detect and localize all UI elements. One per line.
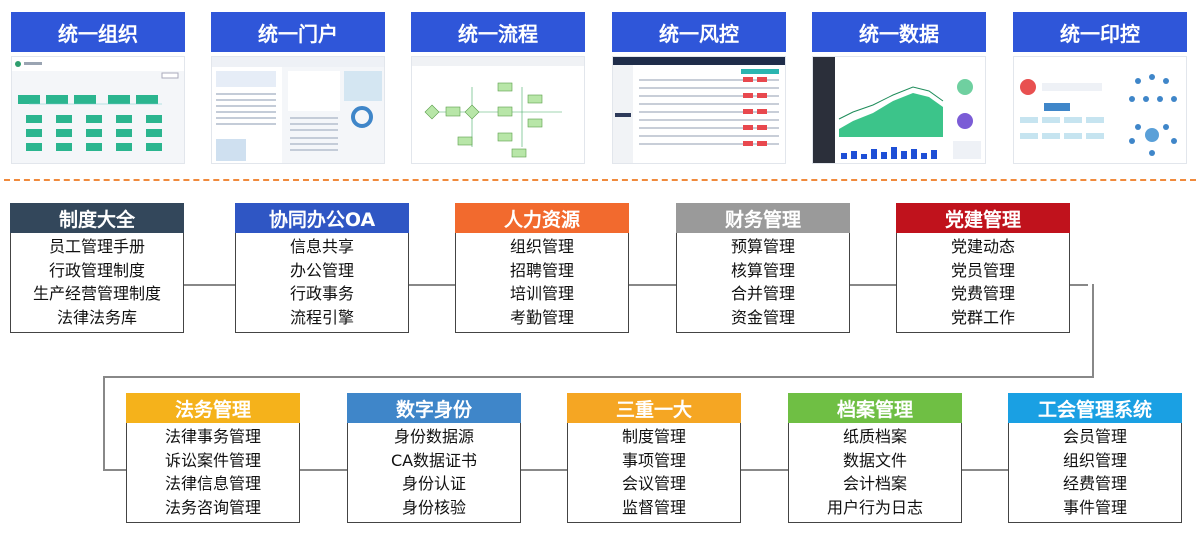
section-divider: [4, 179, 1196, 181]
module-items: 员工管理手册 行政管理制度 生产经营管理制度 法律法务库: [10, 233, 184, 333]
module-regulations[interactable]: 制度大全 员工管理手册 行政管理制度 生产经营管理制度 法律法务库: [10, 203, 184, 333]
module-item[interactable]: 纸质档案: [842, 426, 907, 446]
module-item[interactable]: 资金管理: [730, 308, 795, 328]
top-item-title: 统一印控: [1013, 12, 1187, 52]
module-title: 人力资源: [455, 203, 629, 233]
module-item[interactable]: 招聘管理: [509, 260, 574, 280]
module-title: 档案管理: [788, 393, 962, 423]
module-item[interactable]: 法律信息管理: [164, 474, 261, 494]
module-item[interactable]: 会员管理: [1062, 426, 1127, 446]
module-union[interactable]: 工会管理系统 会员管理 组织管理 经费管理 事件管理: [1008, 393, 1182, 523]
dashboard-thumbnail: [812, 56, 986, 164]
module-items: 身份数据源 CA数据证书 身份认证 身份核验: [347, 423, 521, 523]
module-item[interactable]: 党建动态: [950, 236, 1015, 256]
flowchart-preview: [412, 57, 584, 163]
module-item[interactable]: 法律事务管理: [164, 426, 261, 446]
module-items: 组织管理 招聘管理 培训管理 考勤管理: [455, 233, 629, 333]
module-item[interactable]: 培训管理: [509, 284, 574, 304]
risk-table-thumbnail: [612, 56, 786, 164]
module-collaborative-oa[interactable]: 协同办公OA 信息共享 办公管理 行政事务 流程引擎: [235, 203, 409, 333]
module-finance[interactable]: 财务管理 预算管理 核算管理 合并管理 资金管理: [676, 203, 850, 333]
module-items: 法律事务管理 诉讼案件管理 法律信息管理 法务咨询管理: [126, 423, 300, 523]
seal-control-thumbnail: [1013, 56, 1187, 164]
module-item[interactable]: 经费管理: [1062, 474, 1127, 494]
module-item[interactable]: 组织管理: [1062, 450, 1127, 470]
module-item[interactable]: 行政事务: [289, 284, 354, 304]
module-item[interactable]: 会议管理: [621, 474, 686, 494]
module-item[interactable]: 信息共享: [289, 236, 354, 256]
module-item[interactable]: 党员管理: [950, 260, 1015, 280]
top-item-seal[interactable]: 统一印控: [1013, 12, 1187, 164]
module-item[interactable]: 办公管理: [289, 260, 354, 280]
connector-row1: [183, 284, 1088, 286]
connector-down-right: [1092, 284, 1094, 376]
top-item-title: 统一门户: [211, 12, 385, 52]
module-items: 党建动态 党员管理 党费管理 党群工作: [896, 233, 1070, 333]
module-items: 信息共享 办公管理 行政事务 流程引擎: [235, 233, 409, 333]
module-title: 三重一大: [567, 393, 741, 423]
org-chart-thumbnail: [11, 56, 185, 164]
module-item[interactable]: 生产经营管理制度: [32, 284, 161, 304]
module-title: 制度大全: [10, 203, 184, 233]
module-item[interactable]: 制度管理: [621, 426, 686, 446]
module-digital-identity[interactable]: 数字身份 身份数据源 CA数据证书 身份认证 身份核验: [347, 393, 521, 523]
module-item[interactable]: 事项管理: [621, 450, 686, 470]
module-item[interactable]: 身份核验: [401, 498, 466, 518]
top-item-title: 统一数据: [812, 12, 986, 52]
module-items: 纸质档案 数据文件 会计档案 用户行为日志: [788, 423, 962, 523]
flowchart-thumbnail: [411, 56, 585, 164]
org-chart-preview: [12, 57, 184, 151]
module-human-resources[interactable]: 人力资源 组织管理 招聘管理 培训管理 考勤管理: [455, 203, 629, 333]
module-item[interactable]: 会计档案: [842, 474, 907, 494]
module-item[interactable]: 流程引擎: [289, 308, 354, 328]
module-item[interactable]: 身份认证: [401, 474, 466, 494]
top-item-risk[interactable]: 统一风控: [612, 12, 786, 164]
top-item-title: 统一组织: [11, 12, 185, 52]
module-items: 会员管理 组织管理 经费管理 事件管理: [1008, 423, 1182, 523]
module-item[interactable]: 核算管理: [730, 260, 795, 280]
top-item-org[interactable]: 统一组织: [11, 12, 185, 164]
module-item[interactable]: 用户行为日志: [826, 498, 923, 518]
module-title: 法务管理: [126, 393, 300, 423]
connector-bridge: [103, 376, 1094, 378]
module-title: 党建管理: [896, 203, 1070, 233]
top-item-title: 统一风控: [612, 12, 786, 52]
top-item-portal[interactable]: 统一门户: [211, 12, 385, 164]
module-item[interactable]: 预算管理: [730, 236, 795, 256]
module-item[interactable]: CA数据证书: [390, 450, 478, 470]
module-archives[interactable]: 档案管理 纸质档案 数据文件 会计档案 用户行为日志: [788, 393, 962, 523]
module-item[interactable]: 组织管理: [509, 236, 574, 256]
module-party-building[interactable]: 党建管理 党建动态 党员管理 党费管理 党群工作: [896, 203, 1070, 333]
module-items: 制度管理 事项管理 会议管理 监督管理: [567, 423, 741, 523]
module-item[interactable]: 数据文件: [842, 450, 907, 470]
risk-table-preview: [613, 57, 785, 163]
module-title: 协同办公OA: [235, 203, 409, 233]
module-item[interactable]: 合并管理: [730, 284, 795, 304]
module-item[interactable]: 党费管理: [950, 284, 1015, 304]
connector-down-left: [103, 376, 105, 471]
module-item[interactable]: 行政管理制度: [48, 260, 145, 280]
module-item[interactable]: 党群工作: [950, 308, 1015, 328]
dashboard-preview: [813, 57, 985, 163]
module-three-important-one-large[interactable]: 三重一大 制度管理 事项管理 会议管理 监督管理: [567, 393, 741, 523]
module-legal[interactable]: 法务管理 法律事务管理 诉讼案件管理 法律信息管理 法务咨询管理: [126, 393, 300, 523]
module-item[interactable]: 身份数据源: [393, 426, 474, 446]
module-item[interactable]: 事件管理: [1062, 498, 1127, 518]
module-item[interactable]: 诉讼案件管理: [164, 450, 261, 470]
module-item[interactable]: 员工管理手册: [48, 236, 145, 256]
top-item-process[interactable]: 统一流程: [411, 12, 585, 164]
seal-control-preview: [1014, 57, 1186, 163]
module-item[interactable]: 考勤管理: [509, 308, 574, 328]
top-item-data[interactable]: 统一数据: [812, 12, 986, 164]
portal-thumbnail: [211, 56, 385, 164]
module-item[interactable]: 法务咨询管理: [164, 498, 261, 518]
module-title: 工会管理系统: [1008, 393, 1182, 423]
module-item[interactable]: 法律法务库: [56, 308, 137, 328]
top-item-title: 统一流程: [411, 12, 585, 52]
module-title: 数字身份: [347, 393, 521, 423]
module-items: 预算管理 核算管理 合并管理 资金管理: [676, 233, 850, 333]
module-item[interactable]: 监督管理: [621, 498, 686, 518]
module-title: 财务管理: [676, 203, 850, 233]
portal-preview: [212, 57, 384, 163]
